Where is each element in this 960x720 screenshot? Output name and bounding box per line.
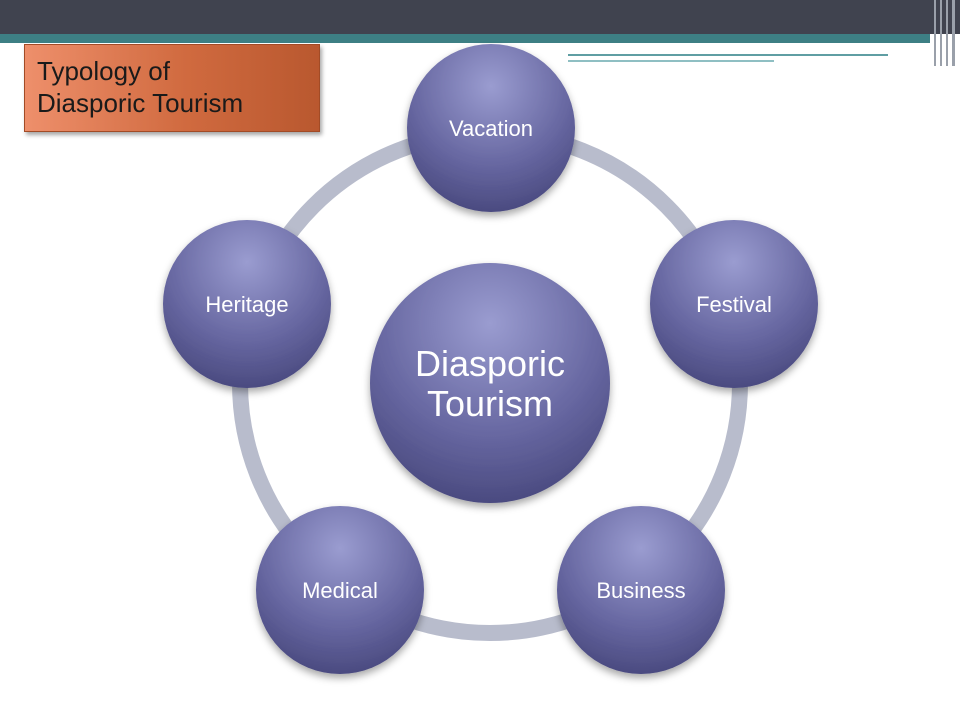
node-medical: [256, 506, 424, 674]
slide-title: Typology of Diasporic Tourism: [24, 44, 320, 132]
slide-title-line: Typology of: [37, 56, 170, 86]
node-heritage-label: Heritage: [205, 292, 288, 317]
node-vacation-label: Vacation: [449, 116, 533, 141]
node-business: [557, 506, 725, 674]
top-bar: [0, 0, 960, 34]
node-heritage: [163, 220, 331, 388]
center-circle: [370, 263, 610, 503]
node-festival: [650, 220, 818, 388]
accent-stripe: [0, 34, 930, 43]
accent-line: [568, 54, 888, 56]
accent-line: [568, 60, 774, 62]
decorative-lines: [930, 0, 960, 66]
node-vacation: [407, 44, 575, 212]
center-label: Tourism: [427, 383, 553, 424]
node-medical-label: Medical: [302, 578, 378, 603]
node-festival-label: Festival: [696, 292, 772, 317]
slide-title-line: Diasporic Tourism: [37, 88, 244, 118]
node-business-label: Business: [596, 578, 685, 603]
center-label: Diasporic: [415, 343, 565, 384]
